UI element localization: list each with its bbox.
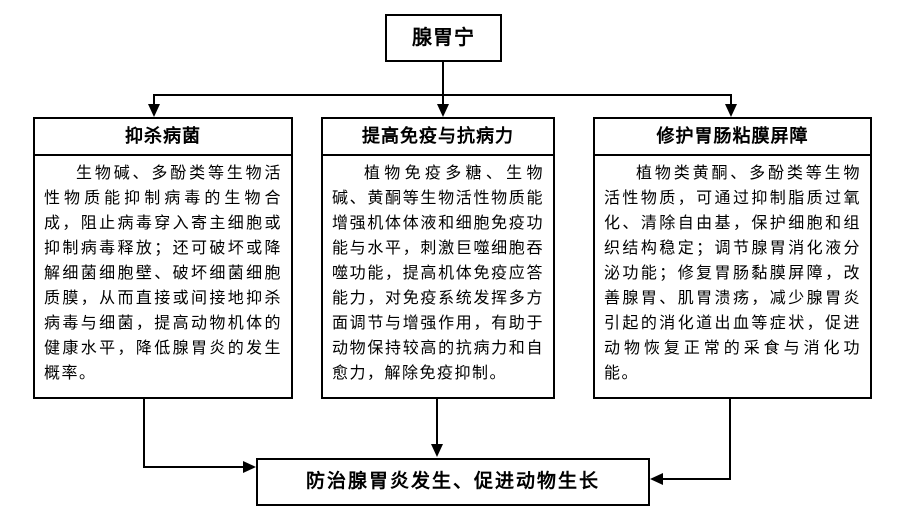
connector-root-stem: [442, 62, 444, 95]
connector-middle-vertical: [436, 399, 438, 445]
branch-header-mucosa-repair: 修护胃肠粘膜屏障: [595, 119, 870, 156]
branch-header-immunity: 提高免疫与抗病力: [323, 119, 553, 156]
branch-body-mucosa-repair: 植物类黄酮、多酚类等生物活性物质，可通过抑制脂质过氧化、清除自由基，保护细胞和组…: [604, 165, 861, 382]
outcome-node-box: 防治腺胃炎发生、促进动物生长: [256, 458, 650, 506]
arrowhead-down-middle-icon: [437, 104, 449, 117]
connector-right-vertical: [729, 398, 731, 480]
arrowhead-down-left-icon: [148, 104, 160, 117]
branch-body-antimicrobial: 生物碱、多酚类等生物活性物质能抑制病毒的生物合成，阻止病毒穿入寄主细胞或抑制病毒…: [44, 165, 282, 382]
branch-body-immunity: 植物免疫多糖、生物碱、黄酮等生物活性物质能增强机体体液和细胞免疫功能与水平，刺激…: [332, 165, 544, 382]
arrowhead-down-outcome-icon: [431, 444, 443, 457]
arrowhead-right-icon: [243, 461, 256, 473]
connector-right-horizontal: [663, 478, 731, 480]
branch-box-antimicrobial: 抑杀病菌 生物碱、多酚类等生物活性物质能抑制病毒的生物合成，阻止病毒穿入寄主细胞…: [33, 117, 293, 399]
connector-left-vertical: [143, 398, 145, 468]
connector-drop-middle: [442, 94, 444, 105]
branch-box-mucosa-repair: 修护胃肠粘膜屏障 植物类黄酮、多酚类等生物活性物质，可通过抑制脂质过氧化、清除自…: [593, 117, 872, 399]
connector-drop-right: [730, 94, 732, 105]
arrowhead-down-right-icon: [725, 104, 737, 117]
root-node-box: 腺胃宁: [385, 14, 502, 62]
connector-left-horizontal: [143, 466, 244, 468]
connector-drop-left: [153, 94, 155, 105]
outcome-node-label: 防治腺胃炎发生、促进动物生长: [305, 471, 600, 492]
root-node-label: 腺胃宁: [412, 27, 475, 49]
branch-header-antimicrobial: 抑杀病菌: [35, 119, 291, 156]
arrowhead-left-icon: [650, 473, 663, 485]
branch-box-immunity: 提高免疫与抗病力 植物免疫多糖、生物碱、黄酮等生物活性物质能增强机体体液和细胞免…: [321, 117, 555, 399]
